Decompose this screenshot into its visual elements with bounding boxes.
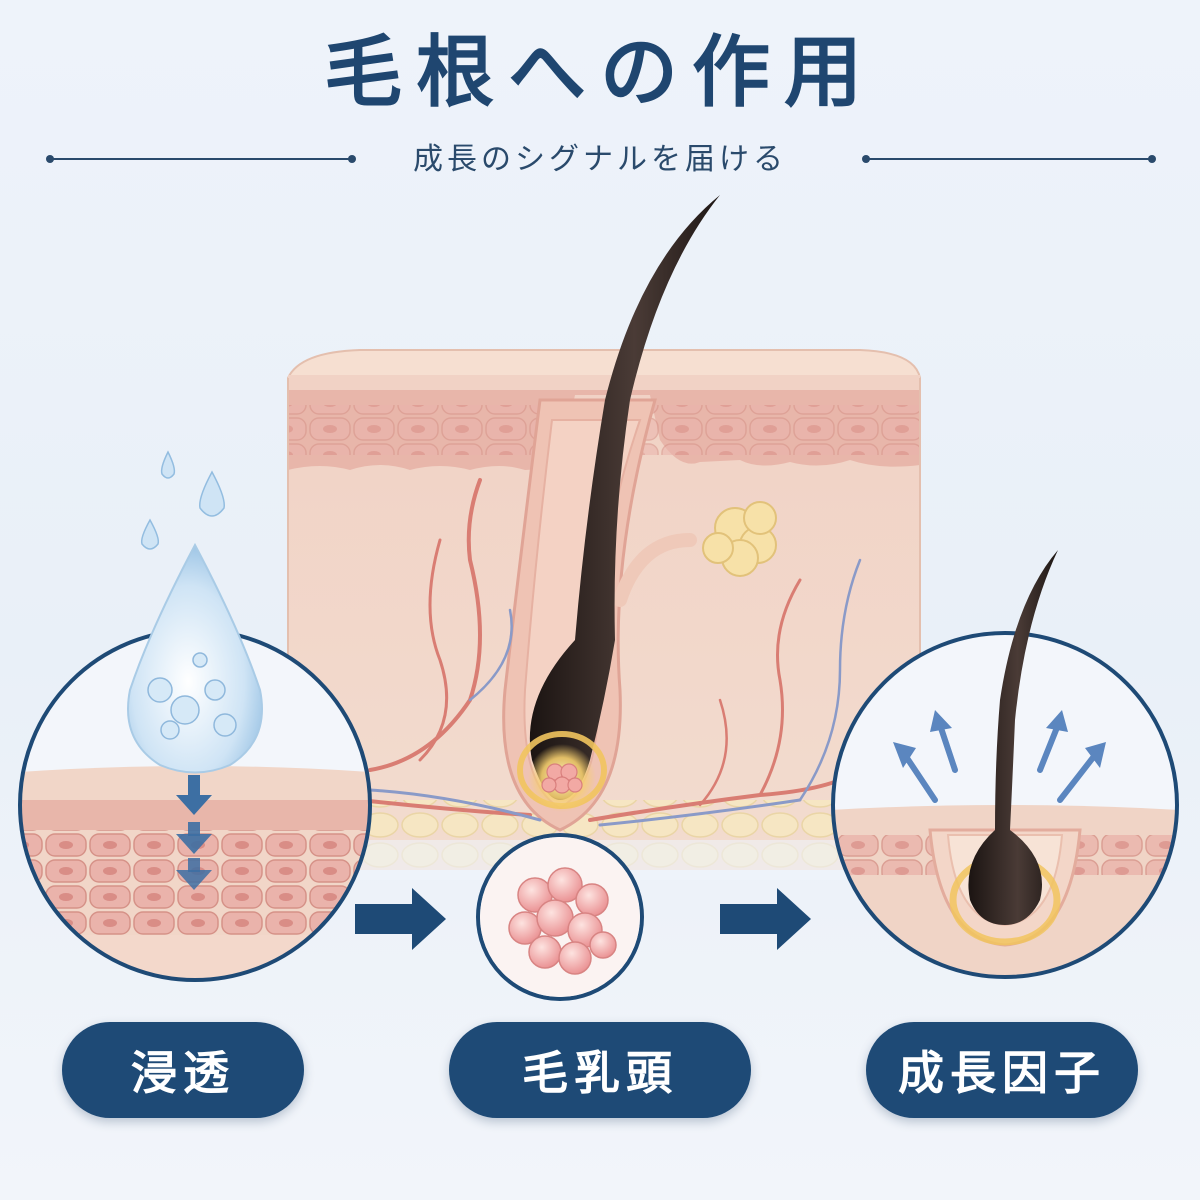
page-subtitle: 成長のシグナルを届ける [413, 142, 787, 177]
papilla-glow [528, 744, 596, 812]
step-label-penetration: 浸透 [62, 1022, 304, 1118]
arrow-right-icon-1 [355, 888, 446, 950]
step-label-growth-factor: 成長因子 [866, 1022, 1138, 1118]
subtitle-divider-right [862, 155, 1156, 163]
sebaceous-gland [702, 501, 777, 577]
droplets-icon [140, 450, 225, 550]
up-arrows-icon [893, 710, 1106, 803]
papilla-cells-icon [508, 867, 617, 975]
skin-cross-section [280, 349, 930, 880]
page-title: 毛根への作用 [323, 27, 876, 118]
dermal-papilla-circle [476, 833, 644, 1001]
step-label-dermal-papilla: 毛乳頭 [449, 1022, 751, 1118]
down-arrows-icon [176, 775, 212, 890]
arrow-right-icon-2 [720, 888, 811, 950]
subtitle-divider-left [46, 155, 356, 163]
growing-hair-icon [949, 550, 1061, 946]
water-drop-icon [127, 542, 263, 774]
